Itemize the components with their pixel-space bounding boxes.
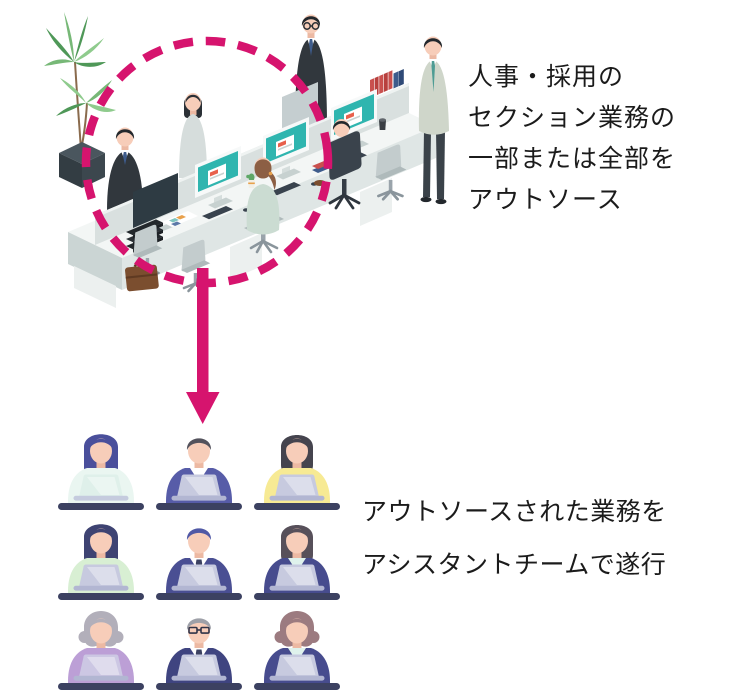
avatar-laptop-base — [73, 495, 129, 501]
avatar-laptop-base — [171, 585, 227, 591]
avatar-desk-bar — [58, 503, 144, 510]
outsource-team-caption: アウトソースされた業務を アシスタントチームで遂行 — [362, 486, 667, 592]
team-member-avatar — [156, 438, 242, 510]
avatar-desk-bar — [156, 683, 242, 690]
avatar-laptop — [79, 654, 123, 677]
avatar-fringe — [89, 618, 113, 629]
team-member — [249, 421, 345, 511]
office-worker-sitting-woman-ponytail — [244, 157, 284, 254]
papers — [162, 211, 198, 227]
avatar-laptop-highlight — [87, 657, 120, 675]
avatar-head — [188, 528, 210, 554]
avatar-desk-bar — [156, 503, 242, 510]
avatar-laptop-base — [171, 675, 227, 681]
avatar-head — [90, 438, 112, 464]
team-member-avatar — [156, 528, 242, 600]
avatar-laptop — [177, 474, 221, 497]
avatar-head — [188, 618, 210, 644]
avatar-laptop — [275, 474, 319, 497]
team-member-avatar — [254, 525, 340, 600]
avatar-fringe — [186, 618, 212, 630]
caption-line: アシスタントチームで遂行 — [362, 551, 667, 579]
potted-plant-icon — [44, 12, 116, 188]
avatar-fringe — [285, 528, 309, 539]
avatar-desk-bar — [156, 593, 242, 600]
team-member — [249, 601, 345, 691]
avatar-laptop-base — [269, 585, 325, 591]
avatar-desk-bar — [254, 683, 340, 690]
avatar-head — [188, 438, 210, 464]
avatar-laptop-highlight — [185, 477, 218, 495]
avatar-fringe — [186, 528, 212, 540]
caption-line: 一部または全部を — [468, 145, 677, 173]
caption-line: アウトソース — [468, 186, 623, 214]
avatar-fringe — [285, 438, 309, 449]
caption-line: 人事・採用の — [468, 63, 625, 91]
team-member-avatar — [156, 618, 242, 690]
avatar-head — [286, 528, 308, 554]
team-member-avatar — [254, 611, 340, 690]
caption-line: アウトソースされた業務を — [362, 498, 667, 526]
caption-line: セクション業務の — [468, 104, 677, 132]
avatar-desk-bar — [254, 503, 340, 510]
team-member — [53, 511, 149, 601]
avatar-laptop — [275, 654, 319, 677]
avatar-laptop-base — [73, 675, 129, 681]
avatar-laptop-highlight — [283, 477, 316, 495]
avatar-laptop — [275, 564, 319, 587]
avatar-fringe — [89, 438, 113, 449]
cactus-cup — [246, 173, 255, 188]
avatar-laptop-highlight — [283, 567, 316, 585]
team-member-avatar — [58, 434, 144, 510]
avatar-desk-bar — [58, 593, 144, 600]
avatar-head — [286, 438, 308, 464]
avatar-desk-bar — [254, 593, 340, 600]
down-arrow-icon — [186, 268, 220, 424]
avatar-laptop-base — [73, 585, 129, 591]
avatar-laptop-base — [269, 675, 325, 681]
avatar-laptop — [177, 654, 221, 677]
avatar-laptop — [79, 564, 123, 587]
highlight-circle — [81, 36, 333, 288]
avatar-laptop-highlight — [87, 477, 120, 495]
avatar-fringe — [186, 438, 212, 450]
avatar-laptop-base — [171, 495, 227, 501]
avatar-laptop — [79, 474, 123, 497]
outsource-source-caption: 人事・採用の セクション業務の 一部または全部を アウトソース — [468, 57, 676, 221]
office-worker-sitting-man-2 — [314, 119, 362, 210]
avatar-laptop-highlight — [87, 567, 120, 585]
team-member — [151, 511, 247, 601]
avatar-laptop-highlight — [283, 657, 316, 675]
avatar-laptop-highlight — [185, 657, 218, 675]
team-member-avatar — [254, 435, 340, 510]
avatar-fringe — [285, 618, 309, 629]
avatar-desk-bar — [58, 683, 144, 690]
avatar-head — [90, 618, 112, 644]
team-member-avatar — [58, 524, 144, 600]
team-member — [53, 421, 149, 511]
office-worker-standing-woman — [179, 93, 207, 178]
avatar-fringe — [89, 528, 113, 539]
red-book-row — [370, 69, 404, 98]
coffee-cup — [379, 118, 386, 130]
team-member — [151, 601, 247, 691]
team-member — [249, 511, 345, 601]
avatar-head — [286, 618, 308, 644]
avatar-laptop — [177, 564, 221, 587]
team-grid — [53, 421, 345, 691]
team-member — [151, 421, 247, 511]
avatar-laptop-base — [269, 495, 325, 501]
office-worker-standing-man-right — [418, 36, 449, 205]
avatar-glasses — [188, 626, 210, 634]
office-illustration — [44, 12, 449, 308]
team-member-avatar — [58, 611, 144, 690]
avatar-head — [90, 528, 112, 554]
avatar-laptop-highlight — [185, 567, 218, 585]
team-member — [53, 601, 149, 691]
